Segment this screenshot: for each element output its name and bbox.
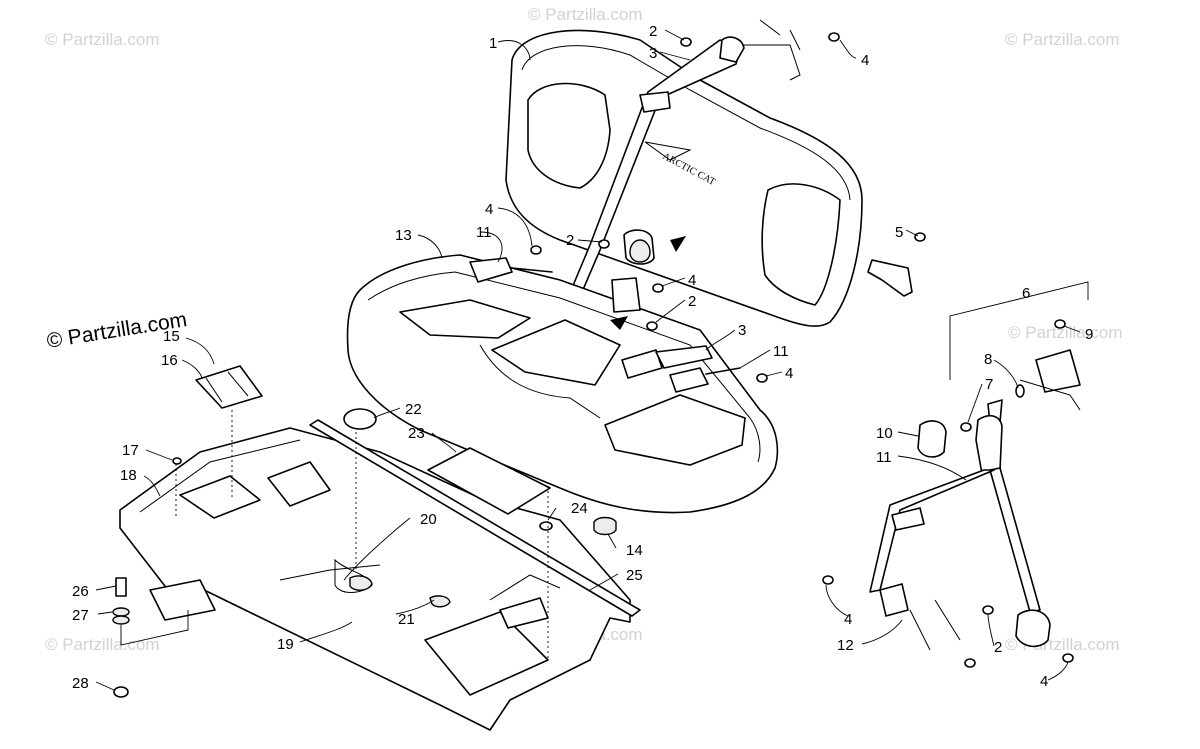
callout-3: 3 (738, 322, 746, 339)
seat-cushion (346, 254, 779, 514)
callout-3: 3 (649, 45, 657, 62)
watermark-text: © Partzilla.com (45, 635, 160, 654)
callout-20: 20 (420, 511, 437, 528)
callouts: 1 2 3 4 4 11 2 13 4 2 5 3 11 4 6 9 8 7 1… (72, 23, 1093, 692)
callout-11: 11 (876, 449, 892, 466)
floor-pan (119, 427, 631, 731)
callout-19: 19 (277, 636, 294, 653)
callout-2: 2 (994, 639, 1002, 656)
callout-22: 22 (405, 401, 422, 418)
trim-strip (309, 419, 641, 617)
leader-lines (95, 29, 1081, 691)
watermark-text: © Partzilla.com (1008, 323, 1123, 342)
callout-15: 15 (163, 328, 180, 345)
callout-2: 2 (566, 232, 574, 249)
cover-plate (427, 447, 551, 515)
callout-4: 4 (861, 52, 869, 69)
callout-8: 8 (984, 351, 992, 368)
callout-11: 11 (773, 343, 789, 360)
callout-11: 11 (476, 224, 492, 241)
cup-holder (195, 365, 263, 409)
watermark-text: © Partzilla.com (528, 5, 643, 24)
callout-26: 26 (72, 583, 89, 600)
callout-1: 1 (489, 35, 497, 52)
callout-9: 9 (1085, 326, 1093, 343)
bolts (172, 32, 1074, 668)
round-pad (343, 408, 377, 430)
callout-5: 5 (895, 224, 903, 241)
callout-4: 4 (844, 611, 852, 628)
cushion-buckles (469, 257, 741, 393)
callout-27: 27 (72, 607, 89, 624)
lower-hardware (112, 577, 216, 698)
nut (539, 521, 553, 531)
watermark-text: © Partzilla.com (45, 30, 160, 49)
callout-7: 7 (985, 376, 993, 393)
callout-4: 4 (485, 201, 493, 218)
grommet (593, 516, 617, 536)
callout-17: 17 (122, 442, 139, 459)
callout-2: 2 (688, 293, 696, 310)
callout-23: 23 (408, 425, 425, 442)
callout-28: 28 (72, 675, 89, 692)
watermark-text: © Partzilla.com (1005, 30, 1120, 49)
belt-assembly-right (869, 281, 1089, 651)
callout-24: 24 (571, 500, 588, 517)
callout-4: 4 (688, 272, 696, 289)
callout-2: 2 (649, 23, 657, 40)
callout-12: 12 (837, 637, 854, 654)
callout-21: 21 (398, 611, 415, 628)
callout-10: 10 (876, 425, 893, 442)
callout-25: 25 (626, 567, 643, 584)
callout-13: 13 (395, 227, 412, 244)
callout-18: 18 (120, 467, 137, 484)
callout-4: 4 (785, 365, 793, 382)
seat-back-belt (571, 19, 801, 293)
callout-4: 4 (1040, 673, 1048, 690)
callout-16: 16 (161, 352, 178, 369)
callout-6: 6 (1022, 285, 1030, 302)
bracket (867, 259, 913, 297)
callout-14: 14 (626, 542, 643, 559)
